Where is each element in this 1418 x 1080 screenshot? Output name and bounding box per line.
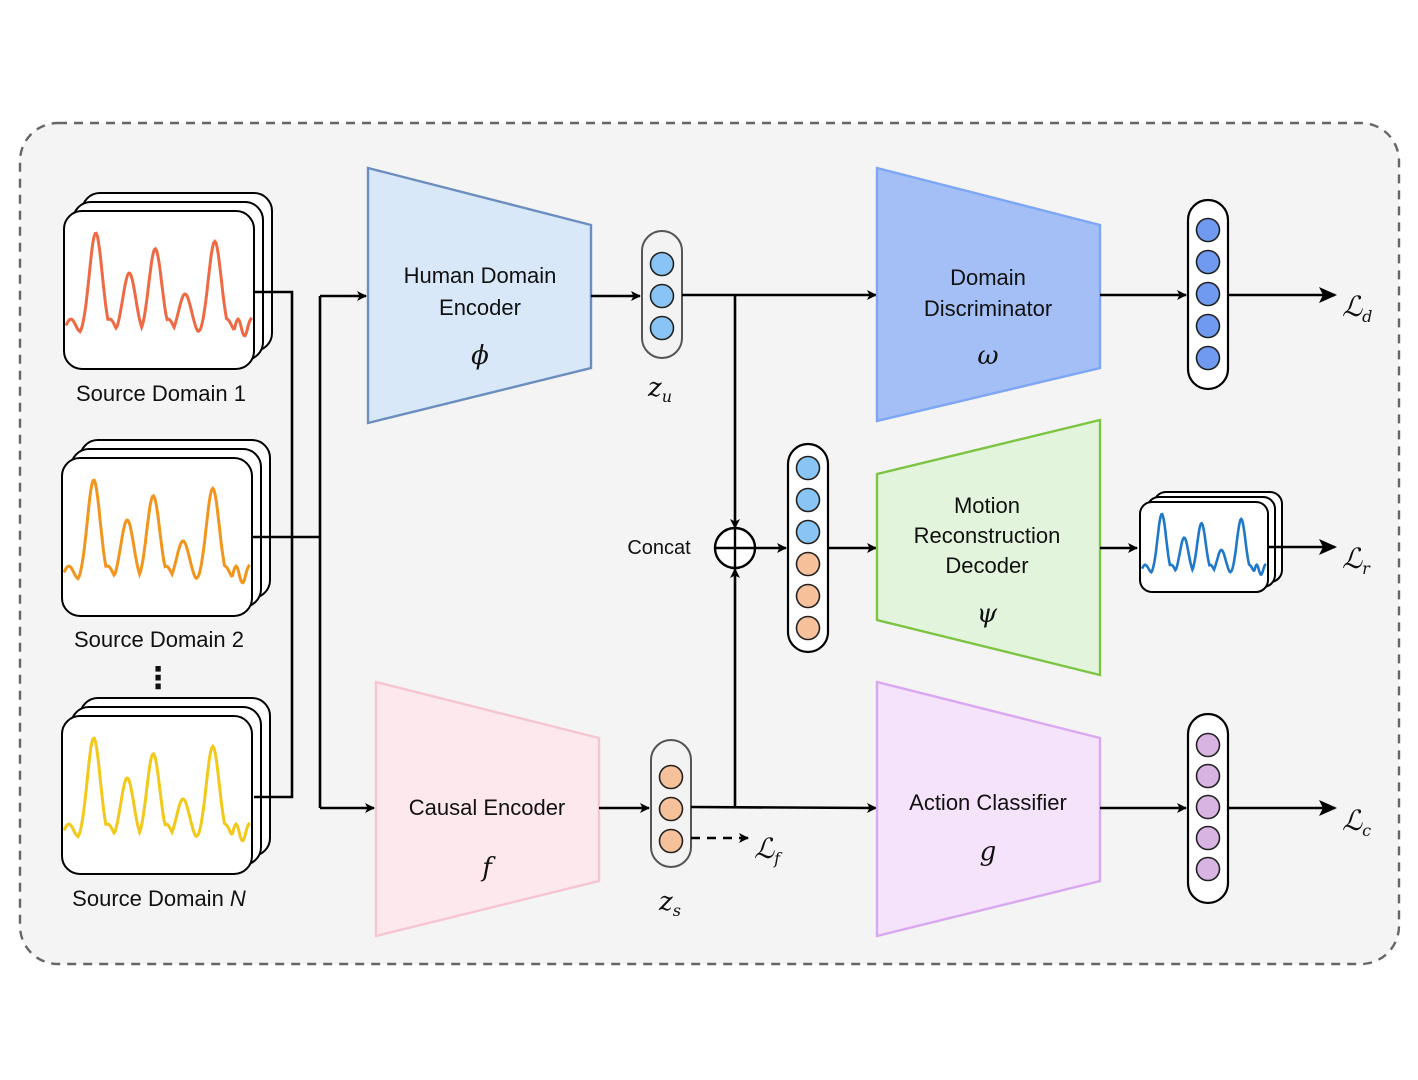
- latent-node: [795, 615, 821, 641]
- latent-node: [1195, 856, 1221, 882]
- signal-wave: [62, 478, 251, 585]
- latent-node: [649, 315, 675, 341]
- latent-node: [649, 251, 675, 277]
- decoder-label-line2: Reconstruction: [914, 523, 1061, 548]
- omega-symbol: ω: [977, 341, 998, 371]
- ellipsis: ⋮: [143, 662, 173, 695]
- latent-node: [1195, 345, 1221, 371]
- concat-operator: [713, 526, 757, 570]
- signal-wave: [62, 736, 251, 843]
- discriminator-output-vector: [1186, 198, 1230, 391]
- decoder-label-line3: Decoder: [945, 553, 1028, 578]
- discriminator-label-line2: Discriminator: [924, 296, 1052, 321]
- loss-d: ℒd: [1342, 290, 1372, 326]
- concat-latent-vector: [786, 442, 830, 654]
- disc-output-nodes: [1195, 217, 1221, 371]
- latent-node: [658, 796, 684, 822]
- g-symbol: g: [980, 837, 997, 867]
- source-domain-2: Source Domain 2: [61, 439, 271, 652]
- phi-symbol: ϕ: [471, 341, 489, 371]
- classifier-label: Action Classifier: [909, 790, 1067, 815]
- latent-node: [795, 487, 821, 513]
- zs-nodes: [658, 764, 684, 854]
- input-connectors: [252, 290, 375, 813]
- source-domain-1: Source Domain 1: [63, 192, 273, 406]
- latent-node: [658, 764, 684, 790]
- psi-symbol: ψ: [977, 599, 998, 629]
- latent-zs: zs: [650, 739, 692, 920]
- concat-label: Concat: [627, 537, 691, 559]
- latent-node: [1195, 249, 1221, 275]
- causal-encoder: Causal Encoder f: [374, 680, 601, 938]
- latent-node: [1195, 763, 1221, 789]
- latent-node: [795, 455, 821, 481]
- latent-node: [1195, 825, 1221, 851]
- human-encoder-label-line2: Encoder: [439, 295, 521, 320]
- latent-node: [649, 283, 675, 309]
- source-domain-n-label: Source Domain N: [72, 886, 246, 911]
- latent-node: [795, 583, 821, 609]
- concat-human-nodes: [795, 455, 821, 545]
- motion-reconstruction-decoder: Motion Reconstruction Decoder ψ: [875, 418, 1102, 677]
- classifier-output-vector: [1186, 712, 1230, 905]
- latent-node: [658, 828, 684, 854]
- source-domain-2-label: Source Domain 2: [74, 627, 244, 652]
- latent-node: [1195, 794, 1221, 820]
- zu-label: zu: [647, 373, 672, 406]
- discriminator-label-line1: Domain: [950, 265, 1026, 290]
- zs-label: zs: [658, 887, 681, 920]
- latent-node: [1195, 732, 1221, 758]
- latent-node: [1195, 217, 1221, 243]
- human-domain-encoder: Human Domain Encoder ϕ: [366, 166, 593, 425]
- human-encoder-label-line1: Human Domain: [404, 263, 557, 288]
- source-domain-n: Source Domain N: [61, 697, 271, 911]
- action-classifier: Action Classifier g: [875, 680, 1102, 938]
- latent-zu: zu: [641, 230, 683, 406]
- loss-r: ℒr: [1342, 542, 1371, 578]
- reconstructed-signal: [1139, 491, 1283, 593]
- recon-wave: [1140, 512, 1267, 577]
- cls-output-nodes: [1195, 732, 1221, 882]
- loss-f: ℒf: [754, 832, 783, 868]
- zs-to-classifier-arrow: [690, 802, 877, 813]
- decoder-label-line1: Motion: [954, 493, 1020, 518]
- latent-node: [1195, 281, 1221, 307]
- latent-node: [795, 519, 821, 545]
- zu-nodes: [649, 251, 675, 341]
- concat-causal-nodes: [795, 551, 821, 641]
- latent-node: [1195, 313, 1221, 339]
- source-domain-1-label: Source Domain 1: [76, 381, 246, 406]
- domain-discriminator: Domain Discriminator ω: [875, 166, 1102, 423]
- loss-c: ℒc: [1342, 804, 1371, 840]
- causal-encoder-label: Causal Encoder: [409, 795, 566, 820]
- signal-wave: [64, 231, 253, 338]
- latent-node: [795, 551, 821, 577]
